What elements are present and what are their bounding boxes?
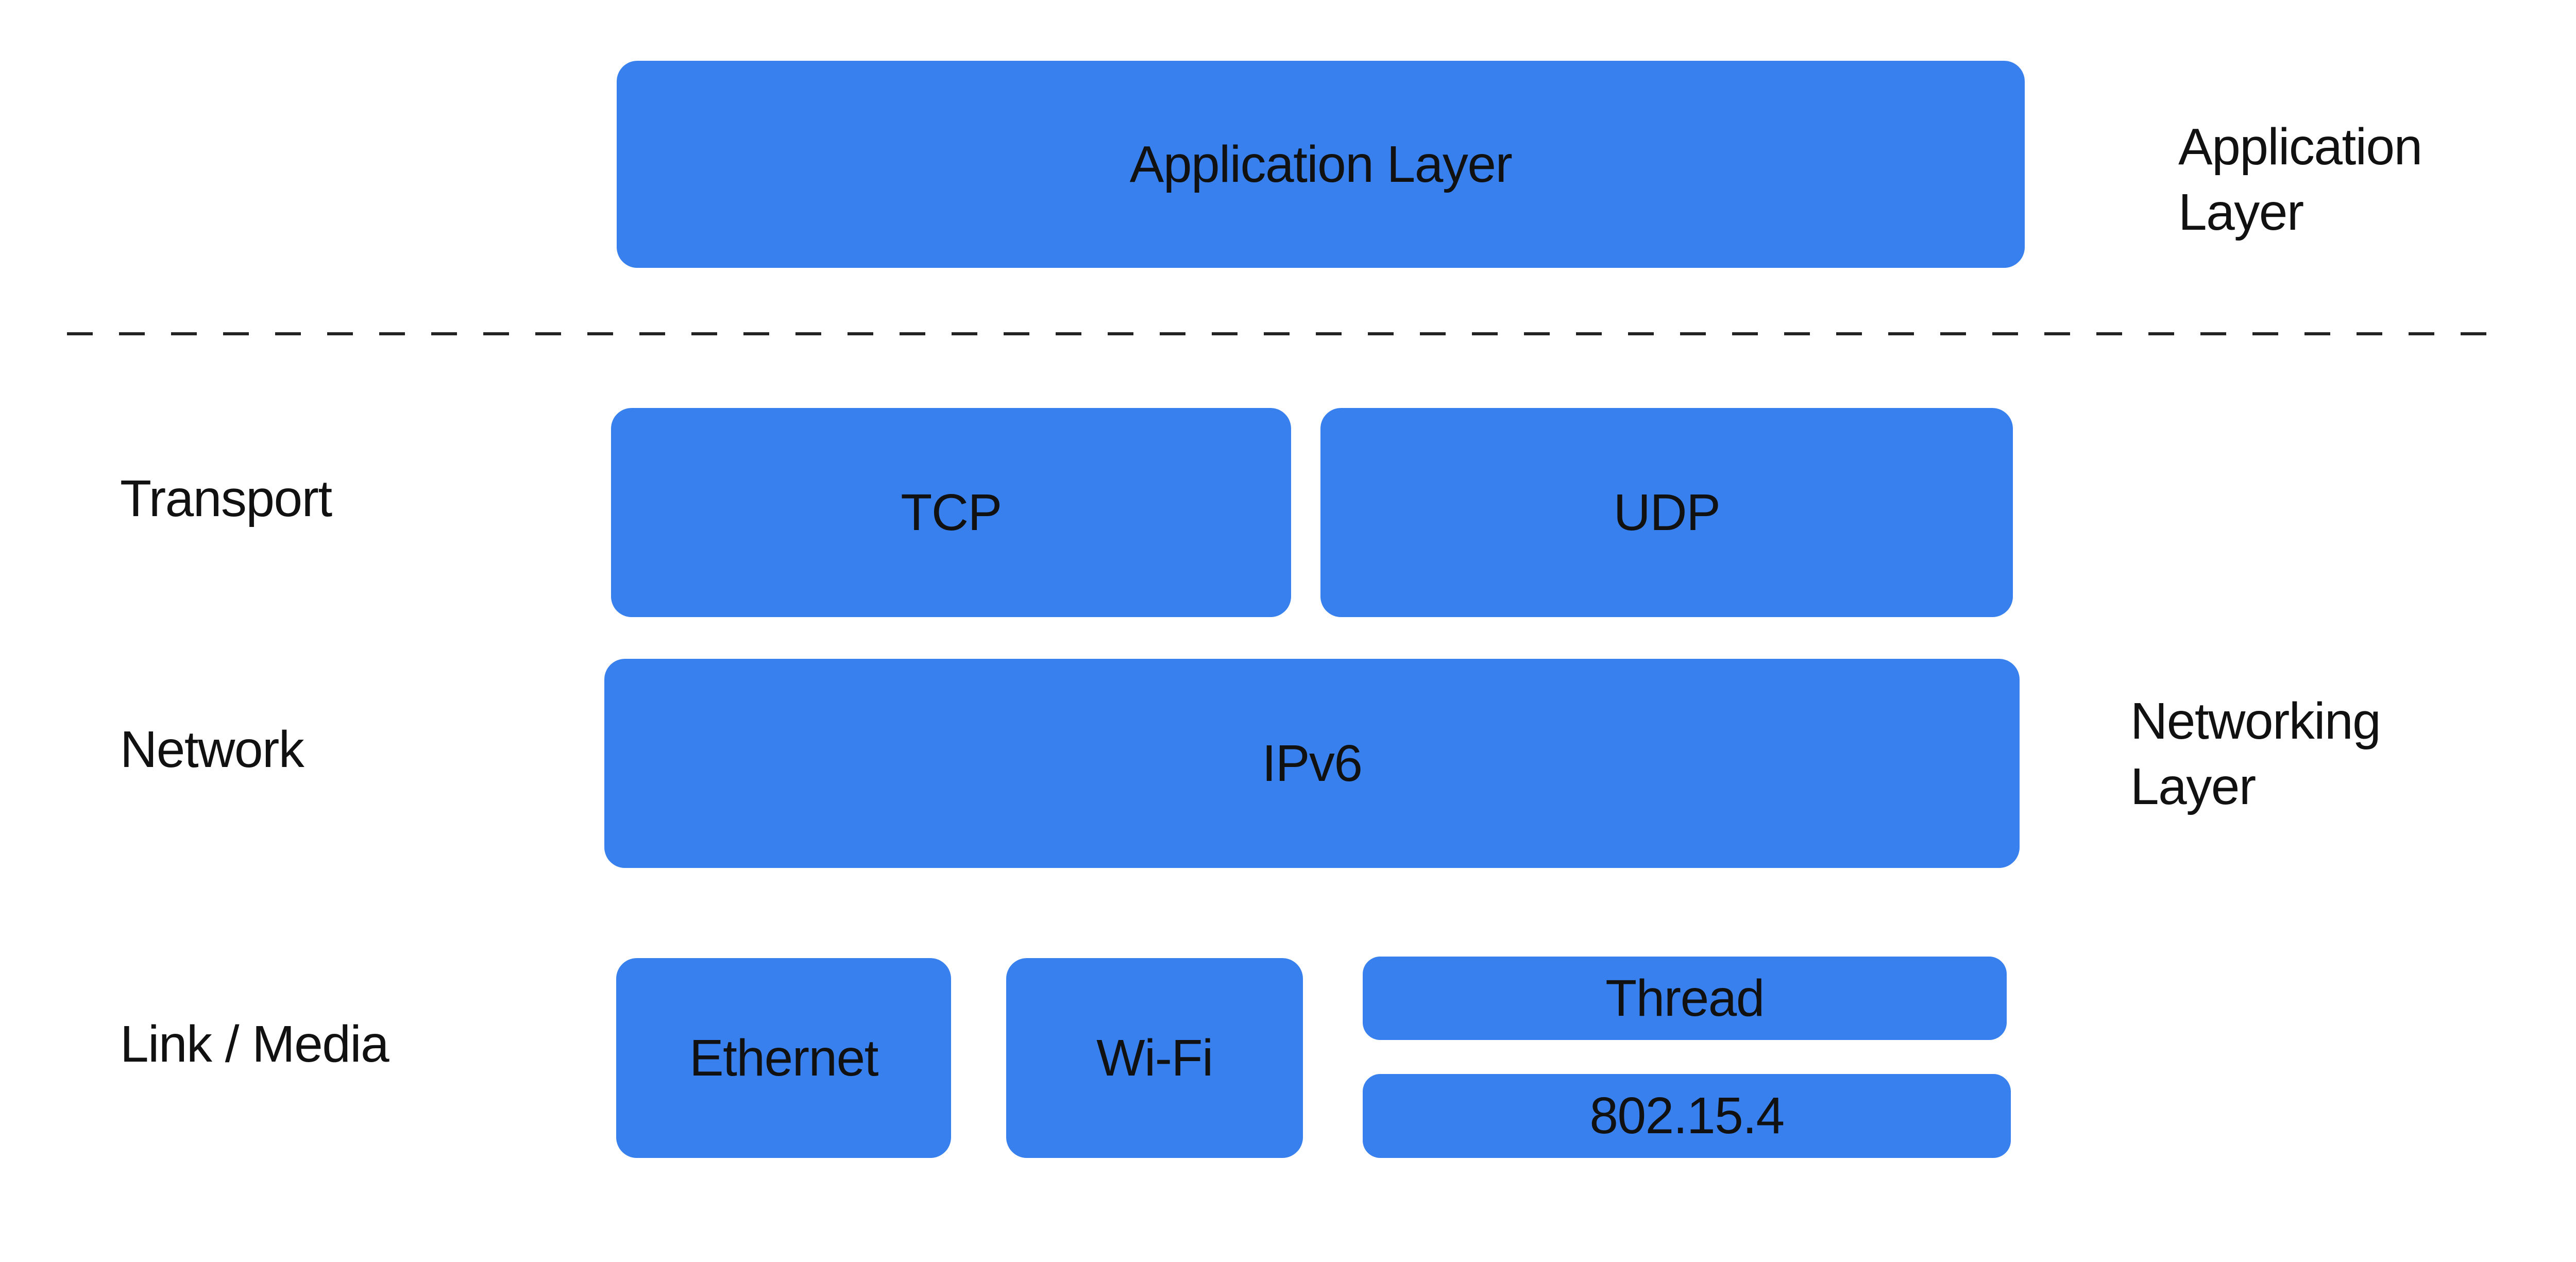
transport-row-label: Transport xyxy=(120,470,332,527)
wifi-node: Wi-Fi xyxy=(1006,958,1303,1158)
application-layer-side-label-line2: Layer xyxy=(2178,183,2304,241)
application-layer-side-label-line1: Application xyxy=(2178,118,2422,176)
udp-node: UDP xyxy=(1320,408,2013,617)
network-row-label: Network xyxy=(120,721,304,778)
networking-layer-side-label-line2: Layer xyxy=(2130,758,2256,815)
networking-layer-side-label-line1: Networking xyxy=(2130,692,2381,750)
application-layer-side-label: Application Layer xyxy=(2178,114,2422,245)
ethernet-node: Ethernet xyxy=(616,958,951,1158)
tcp-node: TCP xyxy=(611,408,1291,617)
thread-node: Thread xyxy=(1363,957,2007,1040)
ieee-802-15-4-node: 802.15.4 xyxy=(1363,1074,2011,1158)
application-layer-node: Application Layer xyxy=(617,61,2025,268)
link-media-row-label: Link / Media xyxy=(120,1015,389,1073)
layer-divider-dashed-line xyxy=(67,332,2509,335)
ipv6-node: IPv6 xyxy=(604,659,2020,868)
networking-layer-side-label: Networking Layer xyxy=(2130,689,2381,820)
